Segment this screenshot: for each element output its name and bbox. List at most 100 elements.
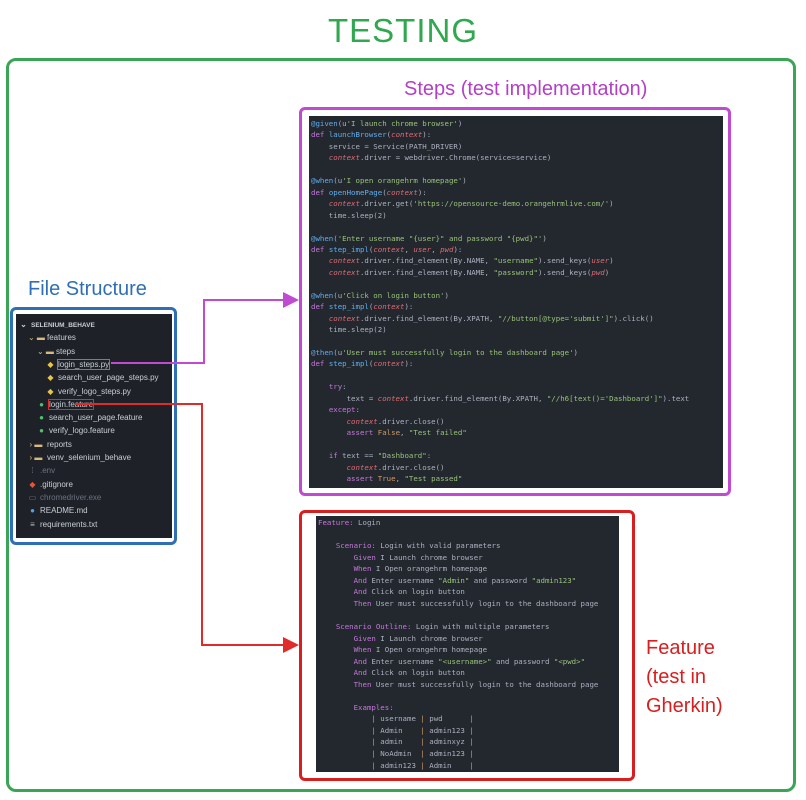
file-tree-item[interactable]: ◆ verify_logo_steps.py <box>46 385 131 398</box>
page-title: TESTING <box>327 12 478 49</box>
code-line: context.driver.close() <box>346 416 445 426</box>
gherkin-line: And Enter username "Admin" and password … <box>353 575 577 585</box>
gherkin-line: Given I Launch chrome browser <box>353 552 483 562</box>
gherkin-line: When I Open orangehrm homepage <box>353 645 488 655</box>
code-line: context.driver.find_element(By.NAME, "pa… <box>328 267 610 277</box>
file-tree-label: login.feature <box>47 398 95 410</box>
file-tree-item[interactable]: ◆ .gitignore <box>28 478 73 491</box>
code-line: assert False, "Test failed" <box>346 428 467 438</box>
file-tree-label: verify_logo_steps.py <box>58 386 131 396</box>
code-line: try: <box>328 382 347 392</box>
env-file-icon: ⁞ <box>31 466 34 476</box>
file-tree-label: search_user_page_steps.py <box>58 373 159 383</box>
code-line: def step_impl(context): <box>311 302 414 312</box>
code-line: service = Service(PATH_DRIVER) <box>311 141 463 151</box>
code-line: assert True, "Test passed" <box>346 473 463 483</box>
file-tree-label: .env <box>40 466 56 476</box>
gherkin-line: Scenario: Login with valid parameters <box>335 541 501 551</box>
file-tree-label: features <box>47 333 76 343</box>
file-tree-item[interactable]: ▭chromedriver.exe <box>28 491 102 504</box>
gherkin-line: And Enter username "<username>" and pass… <box>353 656 586 666</box>
gherkin-line: | NoAdmin | admin123 | <box>371 749 474 758</box>
code-line: @when('Enter username "{user}" and passw… <box>311 233 547 243</box>
file-structure-label: File Structure <box>28 278 147 300</box>
code-line: if text == "Dashboard": <box>328 451 432 461</box>
cucumber-file-icon: ● <box>39 426 44 436</box>
file-tree-item[interactable]: ● README.md <box>28 504 88 517</box>
file-tree-item[interactable]: ⁞ .env <box>28 464 55 477</box>
file-tree-item[interactable]: ●login.feature <box>37 398 95 411</box>
code-line: time.sleep(2) <box>311 325 387 335</box>
gherkin-line: | admin123 | Admin | <box>371 760 474 770</box>
gherkin-line: Given I Launch chrome browser <box>353 633 483 643</box>
file-tree-item[interactable]: › ▬ venv_selenium_behave <box>28 451 132 464</box>
folder-closed-icon: › ▬ <box>29 439 43 449</box>
gherkin-line: | username | pwd | <box>371 714 474 724</box>
steps-code-panel: @given(u'I launch chrome browser')def la… <box>309 116 723 488</box>
feature-code-panel: Feature: Login Scenario: Login with vali… <box>316 516 619 772</box>
file-tree-item[interactable]: ⌄ SELENIUM_BEHAVE <box>19 318 95 331</box>
folder-closed-icon: › ▬ <box>29 453 43 462</box>
code-line: context.driver.get('https://opensource-d… <box>328 199 614 209</box>
cucumber-file-icon: ● <box>39 399 44 409</box>
code-line: context.driver = webdriver.Chrome(servic… <box>328 153 552 163</box>
file-tree-label: venv_selenium_behave <box>47 453 132 462</box>
file-tree-item[interactable]: ● verify_logo.feature <box>37 424 115 437</box>
file-tree-label: .gitignore <box>40 479 73 489</box>
steps-code-frame <box>299 107 731 496</box>
file-tree-label: login_steps.py <box>56 358 111 370</box>
file-tree-label: steps <box>56 346 76 356</box>
steps-section-label: Steps (test implementation) <box>404 78 648 100</box>
gherkin-line: Then User must successfully login to the… <box>353 679 599 689</box>
code-line: def launchBrowser(context): <box>311 130 432 140</box>
file-tree-label: reports <box>47 439 72 449</box>
exe-file-icon: ▭ <box>28 492 37 502</box>
file-tree-label: chromedriver.exe <box>40 492 102 502</box>
gherkin-line: And Click on login button <box>353 587 465 597</box>
info-file-icon: ● <box>30 506 35 516</box>
code-line: context.driver.find_element(By.NAME, "us… <box>328 256 614 266</box>
git-file-icon: ◆ <box>29 479 36 489</box>
python-file-icon: ◆ <box>47 386 54 396</box>
feature-label-line: Gherkin) <box>646 695 723 717</box>
code-line: @when(u'Click on login button') <box>311 290 449 300</box>
file-tree-item[interactable]: ⌄ ▬features <box>28 331 76 344</box>
testing-frame <box>6 58 796 792</box>
gherkin-line: When I Open orangehrm homepage <box>353 564 488 574</box>
file-tree-label: requirements.txt <box>40 519 98 529</box>
code-line: def step_impl(context, user, pwd): <box>311 244 463 254</box>
gherkin-line: Then User must successfully login to the… <box>353 598 599 608</box>
file-tree-item[interactable]: ≡ requirements.txt <box>28 518 97 531</box>
file-tree-item[interactable]: ◆ search_user_page_steps.py <box>46 371 159 384</box>
gherkin-line: Examples: <box>353 702 394 712</box>
file-tree-label: verify_logo.feature <box>49 426 115 436</box>
file-explorer-panel: ⌄SELENIUM_BEHAVE⌄ ▬features⌄ ▬steps◆logi… <box>16 314 172 538</box>
gherkin-line: And Click on login button <box>353 668 465 678</box>
file-tree-item[interactable]: ◆login_steps.py <box>46 358 111 371</box>
gherkin-line: | admin | adminxyz | <box>371 737 474 747</box>
code-line: context.driver.close() <box>346 462 445 472</box>
text-file-icon: ≡ <box>30 519 35 529</box>
folder-open-icon: ⌄ ▬ <box>28 333 45 343</box>
folder-open-icon: ⌄ ▬ <box>37 346 54 356</box>
file-tree-item[interactable]: ● search_user_page.feature <box>37 411 142 424</box>
code-line: def openHomePage(context): <box>311 187 427 197</box>
chevron-down-icon: ⌄ <box>20 320 27 329</box>
file-tree-item[interactable]: ⌄ ▬steps <box>37 345 75 358</box>
python-file-icon: ◆ <box>47 373 54 383</box>
feature-label-line: (test in <box>646 666 707 688</box>
file-tree-label: search_user_page.feature <box>49 413 143 423</box>
code-line: def step_impl(context): <box>311 359 414 369</box>
feature-label-line: Feature <box>646 637 715 659</box>
code-line: @then(u'User must successfully login to … <box>311 348 578 357</box>
feature-section-label: Feature (test in Gherkin) <box>646 634 723 721</box>
file-tree-label: SELENIUM_BEHAVE <box>31 322 95 329</box>
gherkin-line: | Admin | admin123 | <box>371 725 474 735</box>
file-tree-label: README.md <box>40 506 88 516</box>
cucumber-file-icon: ● <box>39 413 44 423</box>
file-tree-item[interactable]: › ▬ reports <box>28 438 72 451</box>
feature-code-frame <box>299 510 635 781</box>
code-line: time.sleep(2) <box>311 210 387 220</box>
code-line: @when(u'I open orangehrm homepage') <box>311 176 467 186</box>
code-line: text = context.driver.find_element(By.XP… <box>311 393 690 403</box>
